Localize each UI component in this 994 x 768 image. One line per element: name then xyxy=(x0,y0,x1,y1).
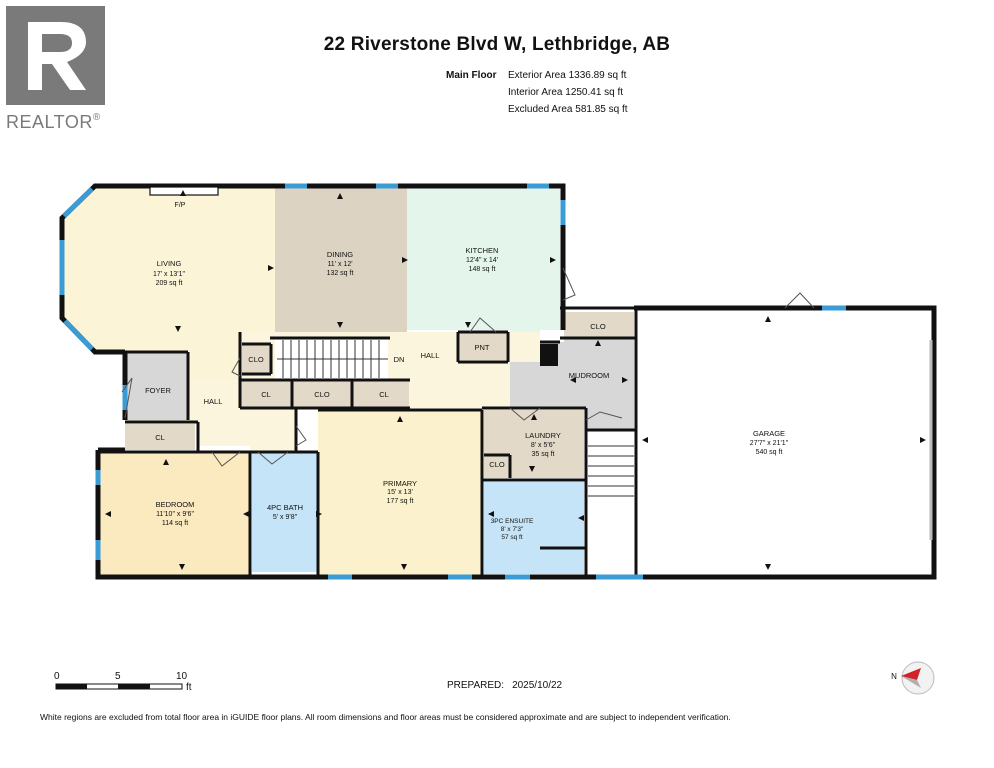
disclaimer: White regions are excluded from total fl… xyxy=(40,712,731,722)
living-dims: 17' x 13'1" xyxy=(153,271,186,278)
compass-n-label: N xyxy=(891,672,897,681)
living-name: LIVING xyxy=(157,259,182,268)
exterior-area: Exterior Area 1336.89 sq ft xyxy=(508,70,627,81)
scale-bar xyxy=(55,683,183,690)
bedroom-area: 114 sq ft xyxy=(162,520,188,527)
mudroom-label: MUDROOM xyxy=(569,371,609,380)
bedroom-dims: 11'10" x 9'6" xyxy=(156,511,194,518)
dining-dims: 11' x 12' xyxy=(327,261,352,268)
garage-name: GARAGE xyxy=(753,429,785,438)
bath4-dims: 5' x 9'8" xyxy=(273,514,298,521)
clo-stair-fill xyxy=(242,344,271,374)
kitchen-fill xyxy=(407,186,560,362)
dining-area: 132 sq ft xyxy=(327,270,354,277)
living-area: 209 sq ft xyxy=(156,280,183,287)
cl-hall-label: CL xyxy=(261,390,271,399)
door-swings xyxy=(121,267,815,467)
ensuite-area: 57 sq ft xyxy=(501,534,523,541)
excluded-area: Excluded Area 581.85 sq ft xyxy=(508,104,628,115)
prepared-line: PREPARED: 2025/10/22 xyxy=(447,680,562,691)
page-title: 22 Riverstone Blvd W, Lethbridge, AB xyxy=(323,34,671,55)
fridge-block xyxy=(540,344,558,366)
hall-left-label: HALL xyxy=(204,397,223,406)
ensuite-fill xyxy=(484,482,584,574)
hall-right-label: HALL xyxy=(421,351,440,360)
floor-label: Main Floor xyxy=(446,70,497,81)
compass-icon xyxy=(901,661,935,695)
cl-bed-label: CL xyxy=(155,433,165,442)
laundry-dims: 8' x 5'6" xyxy=(531,442,556,449)
primary-area: 177 sq ft xyxy=(387,498,414,505)
realtor-wordmark: REALTOR xyxy=(6,112,93,132)
primary-name: PRIMARY xyxy=(383,479,417,488)
laundry-name: LAUNDRY xyxy=(525,431,561,440)
primary-dims: 15' x 13' xyxy=(387,489,413,496)
interior-walls xyxy=(98,306,638,577)
scale-tick-10: 10 xyxy=(176,671,188,682)
foyer-fill xyxy=(125,352,187,420)
living-room-fill xyxy=(62,186,275,380)
prepared-label: PREPARED: xyxy=(447,680,505,691)
dn-label: DN xyxy=(394,355,405,364)
ensuite-dims: 8' x 7'3" xyxy=(501,526,524,533)
kitchen-area: 148 sq ft xyxy=(469,266,496,273)
laundry-area: 35 sq ft xyxy=(532,451,555,458)
bath-fill xyxy=(252,452,318,572)
foyer-label: FOYER xyxy=(145,386,171,395)
pnt-fill xyxy=(460,332,506,360)
bedroom-fill xyxy=(100,452,249,576)
windows xyxy=(59,183,846,580)
clo-laundry-label: CLO xyxy=(489,460,505,469)
realtor-r-mark-icon xyxy=(6,6,105,105)
cl-bed-fill xyxy=(125,424,195,450)
clo-garage-label: CLO xyxy=(590,322,606,331)
interior-area: Interior Area 1250.41 sq ft xyxy=(508,87,624,98)
garage-clo-fill xyxy=(564,312,634,338)
stairs xyxy=(277,340,388,378)
garage-dims: 27'7" x 21'1" xyxy=(750,440,789,447)
bedroom-name: BEDROOM xyxy=(156,500,195,509)
scale-unit: ft xyxy=(186,682,192,693)
cl-hall2-label: CL xyxy=(379,390,389,399)
opening-markers xyxy=(105,190,926,570)
garage-steps xyxy=(588,445,634,497)
realtor-logo: REALTOR® xyxy=(6,6,116,132)
registered-mark: ® xyxy=(92,112,101,123)
fp-label: F/P xyxy=(175,202,186,209)
primary-fill xyxy=(318,410,482,576)
clo-hall-label: CLO xyxy=(314,390,330,399)
pnt-label: PNT xyxy=(475,343,490,352)
kitchen-dims: 12'4" x 14' xyxy=(466,257,498,264)
ensuite-name: 3PC ENSUITE xyxy=(491,518,534,525)
dining-name: DINING xyxy=(327,250,353,259)
scale-tick-5: 5 xyxy=(115,671,121,682)
bath4-name: 4PC BATH xyxy=(267,503,303,512)
cl-hall-fill xyxy=(241,381,409,408)
scale-tick-0: 0 xyxy=(54,671,60,682)
garage-area: 540 sq ft xyxy=(756,449,783,456)
kitchen-name: KITCHEN xyxy=(466,246,499,255)
prepared-date: 2025/10/22 xyxy=(512,680,563,691)
clo-stair-label: CLO xyxy=(248,355,264,364)
dining-room-fill xyxy=(275,186,407,332)
